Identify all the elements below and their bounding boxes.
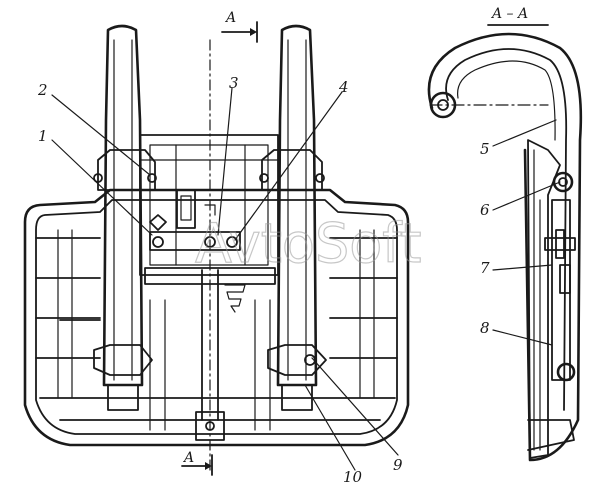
central-rod [195, 269, 225, 441]
section-title: A – A [490, 6, 528, 22]
grid-bars [35, 237, 398, 421]
section-plate [527, 139, 561, 459]
callout-7: 7 [480, 259, 490, 277]
spring [224, 284, 246, 313]
section-marker-bottom [181, 454, 213, 476]
latch-hook [149, 214, 167, 231]
clip-7 [559, 264, 571, 294]
callout-10: 10 [343, 468, 363, 486]
right-arm [259, 24, 327, 411]
callout-5: 5 [480, 140, 490, 158]
section-marker-top [209, 21, 258, 471]
section-view [427, 32, 583, 462]
bolt [152, 236, 164, 248]
guide-rail [551, 199, 571, 381]
hook-mid [457, 60, 556, 141]
outer-frame [23, 188, 410, 447]
callout-4: 4 [338, 78, 349, 96]
grid-ribs [57, 229, 375, 431]
inner-frame [35, 199, 398, 435]
foot [527, 419, 575, 451]
lock-box-slot [180, 195, 192, 221]
lock-box [176, 189, 196, 229]
front-view: A A [23, 10, 410, 476]
hook-outer [427, 32, 583, 462]
section-marker-bottom-label: A [182, 450, 194, 466]
hook-inner [445, 48, 568, 411]
watermark: AvtoSoft [195, 212, 422, 275]
lock-mark [204, 204, 216, 216]
callout-1: 1 [38, 127, 48, 145]
leader-lines [51, 87, 399, 471]
bolt [226, 236, 238, 248]
cross-bar [149, 231, 241, 251]
back-plate-inner [149, 144, 269, 266]
callout-8: 8 [480, 319, 490, 337]
callout-3: 3 [229, 74, 239, 92]
section-leaders [492, 119, 561, 346]
callout-2: 2 [37, 81, 48, 99]
callout-6: 6 [480, 201, 490, 219]
left-arm [93, 24, 157, 411]
pivot-6 [552, 171, 574, 193]
callout-9: 9 [393, 456, 403, 474]
lower-roller [556, 362, 576, 382]
section-marker-top-label: A [224, 10, 236, 26]
bolt-assembly [544, 229, 576, 259]
